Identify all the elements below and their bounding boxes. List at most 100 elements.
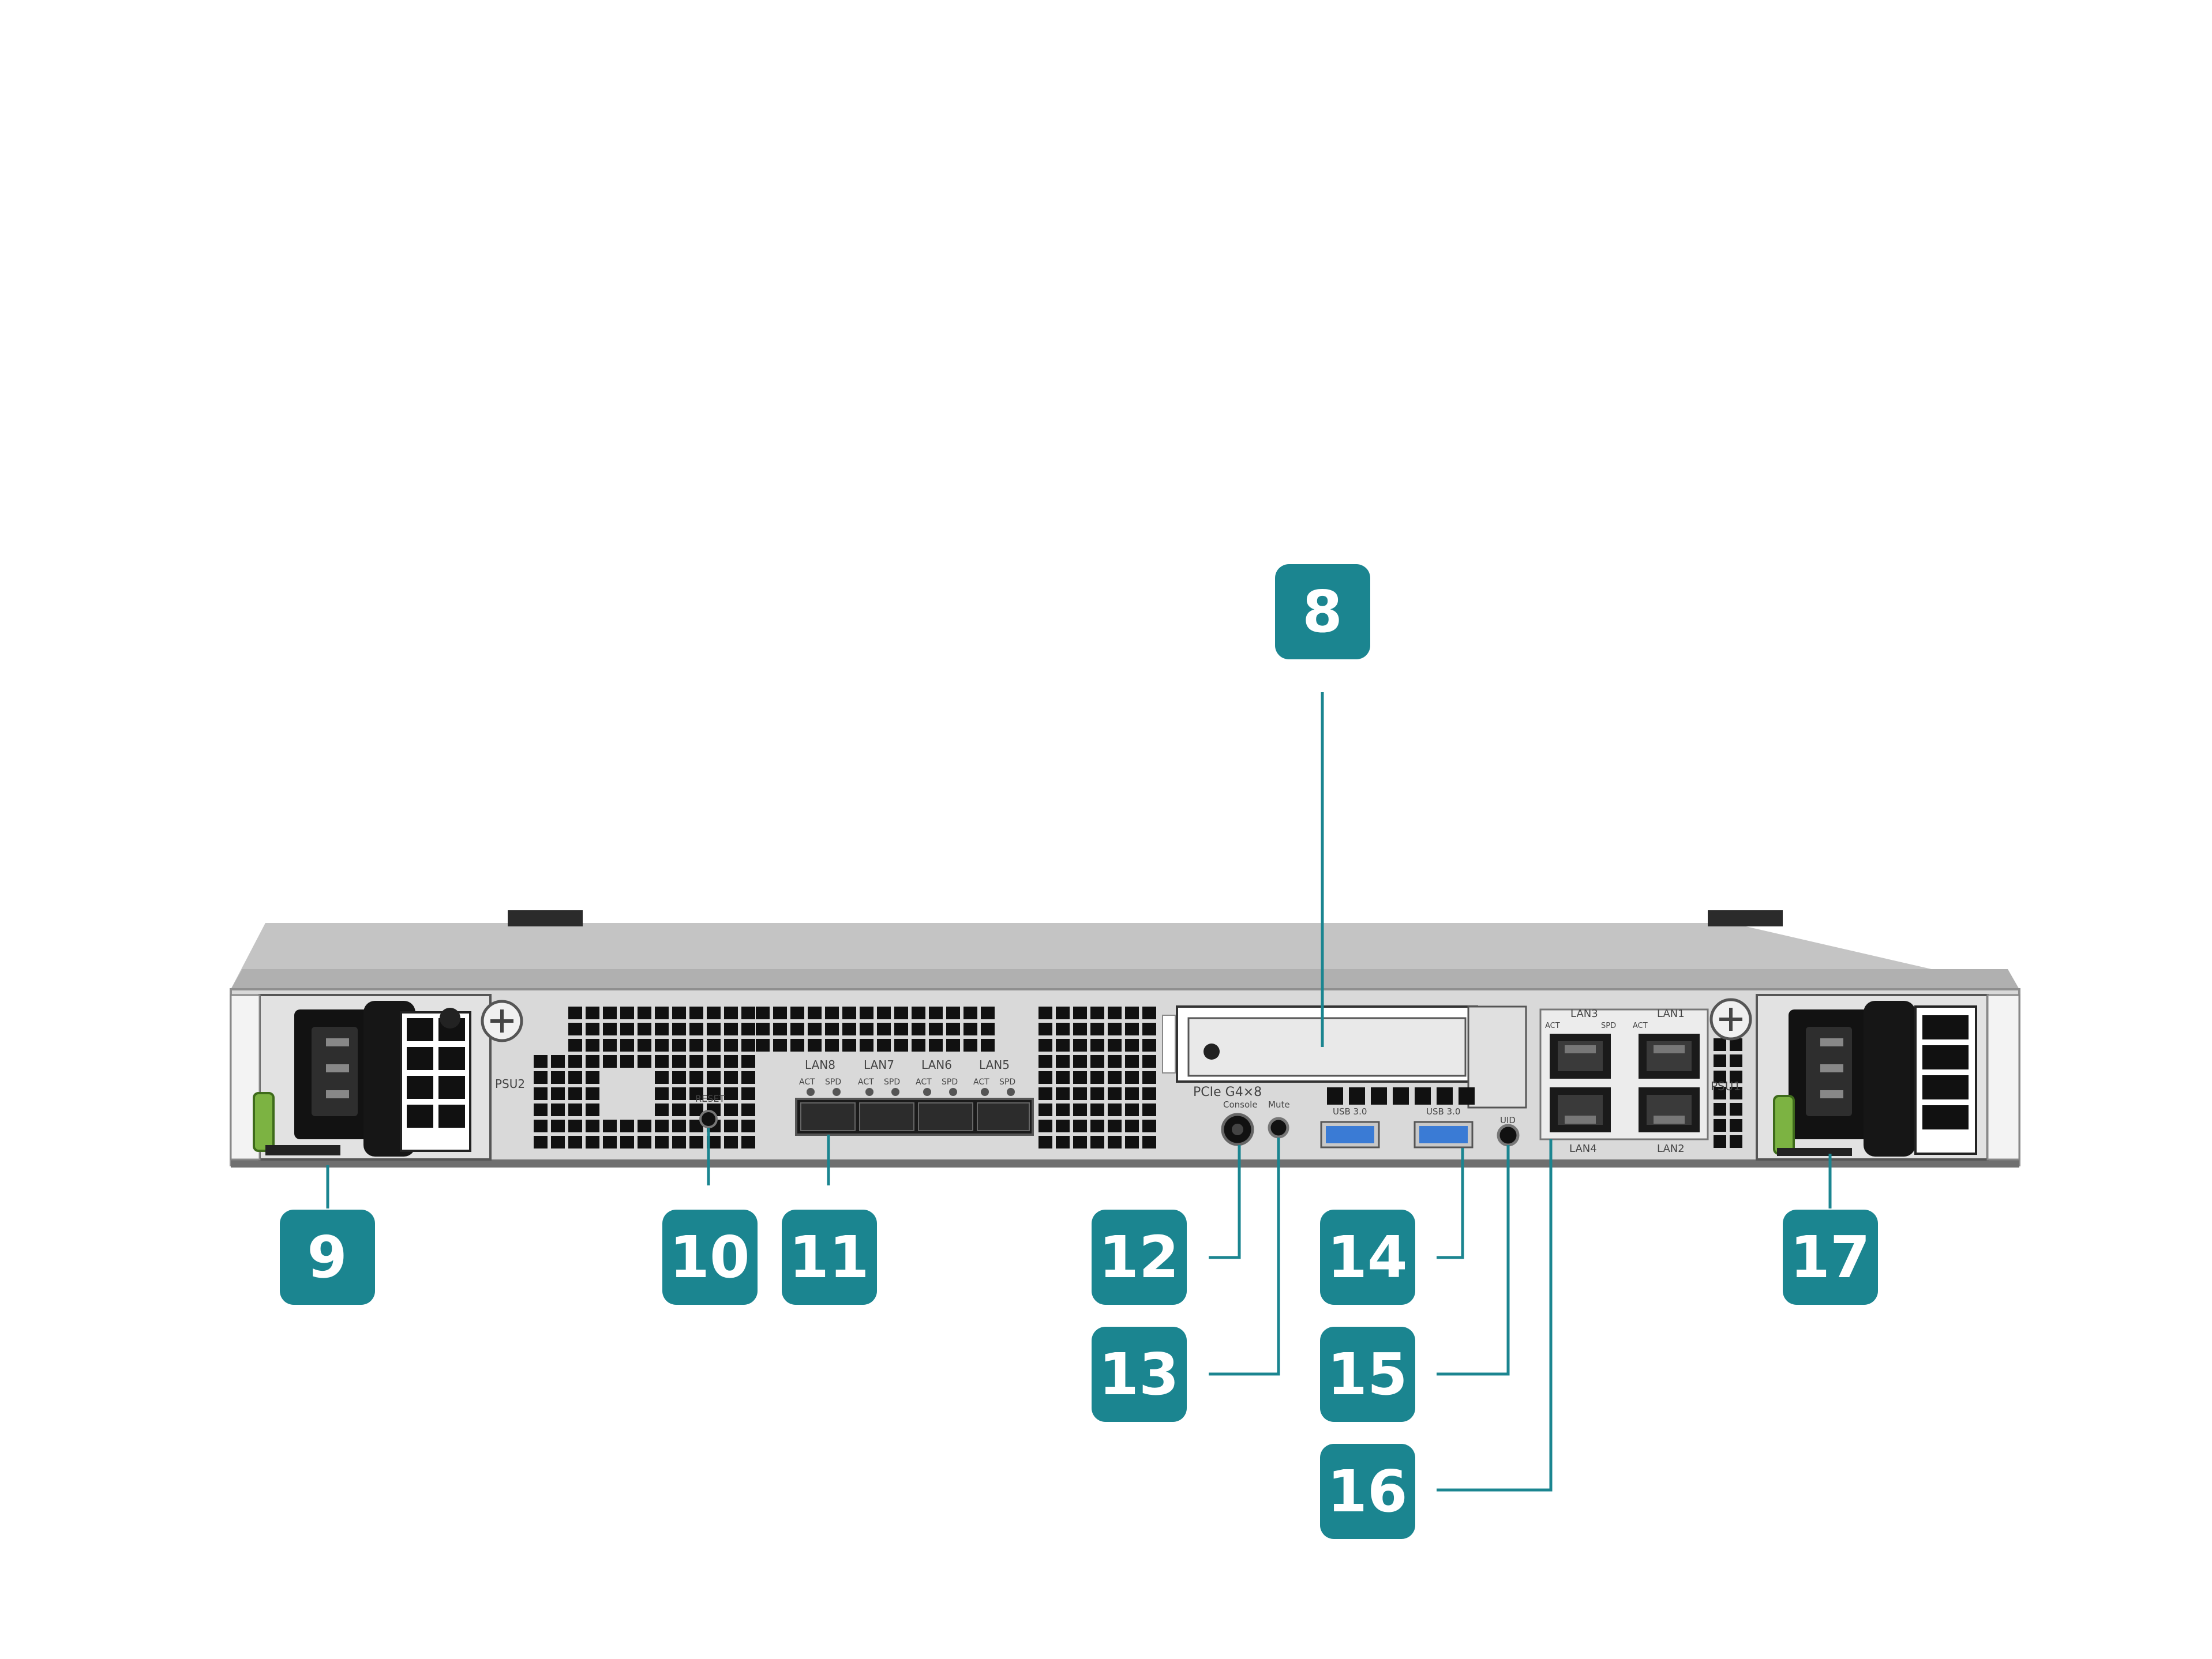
psu1-handle xyxy=(1864,1001,1915,1157)
uid-button[interactable] xyxy=(1497,1124,1520,1147)
vent-slot xyxy=(534,1104,548,1116)
vent-slot xyxy=(1125,1136,1139,1148)
pcie-slot xyxy=(1162,1005,1527,1109)
vent-slot xyxy=(946,1039,960,1052)
status-led xyxy=(949,1088,957,1096)
vent-slot xyxy=(1730,1119,1742,1132)
vent-slot xyxy=(568,1007,582,1019)
leader-12 xyxy=(1209,1145,1241,1259)
vent-slot xyxy=(1056,1039,1070,1052)
vent-slot xyxy=(1090,1120,1104,1132)
sfp-led-row xyxy=(807,1088,1015,1096)
leader-15 xyxy=(1437,1145,1510,1376)
vent-slot xyxy=(790,1039,804,1052)
sfp-cage-icon xyxy=(795,1098,1034,1136)
vent-slot xyxy=(1714,1071,1726,1083)
vent-slot xyxy=(672,1007,686,1019)
console-label: Console xyxy=(1223,1099,1258,1110)
callout-9: 9 xyxy=(280,1210,375,1305)
vent-slot xyxy=(638,1120,651,1132)
vent-slot xyxy=(963,1007,977,1019)
lan7-act-label: ACT xyxy=(858,1078,874,1087)
mute-button[interactable] xyxy=(1268,1117,1289,1139)
vent-slot xyxy=(603,1023,617,1035)
mute-label: Mute xyxy=(1268,1099,1290,1110)
vent-slot xyxy=(1090,1071,1104,1084)
vent-slot xyxy=(689,1039,703,1052)
vent-slot xyxy=(603,1120,617,1132)
usb-port-icon[interactable] xyxy=(1320,1121,1380,1148)
vent-slot xyxy=(1125,1023,1139,1035)
vent-slot xyxy=(894,1007,908,1019)
vent-slot xyxy=(603,1055,617,1068)
vent-slot xyxy=(672,1071,686,1084)
vent-slot xyxy=(741,1007,755,1019)
vent-slot xyxy=(1056,1087,1070,1100)
vent-slot xyxy=(689,1071,703,1084)
rj45-port-icon[interactable] xyxy=(1550,1087,1611,1132)
lan3-act-label: ACT xyxy=(1545,1022,1560,1030)
psu1-label: PSU1 xyxy=(1711,1079,1741,1093)
vent-slot xyxy=(1090,1136,1104,1148)
lan3-spd-label: SPD xyxy=(1601,1022,1616,1030)
vent-slot xyxy=(1125,1039,1139,1052)
vent-slot xyxy=(741,1039,755,1052)
vent-slot xyxy=(568,1087,582,1100)
pcie-vent-row xyxy=(1327,1087,1475,1105)
vent-slot xyxy=(724,1087,738,1100)
chassis-top-shade xyxy=(231,969,2019,989)
vent-slot xyxy=(1056,1023,1070,1035)
status-led xyxy=(833,1088,841,1096)
vent-slot xyxy=(551,1055,565,1068)
vent-slot xyxy=(1108,1023,1122,1035)
vent-slot xyxy=(1142,1023,1156,1035)
vent-slot xyxy=(1073,1087,1087,1100)
vent-slot xyxy=(741,1120,755,1132)
vent-slot xyxy=(655,1087,669,1100)
vent-slot xyxy=(1073,1039,1087,1052)
vent-slot xyxy=(1038,1023,1052,1035)
status-led xyxy=(891,1088,899,1096)
vent-slot xyxy=(1327,1087,1343,1105)
rj45-port-icon[interactable] xyxy=(1550,1034,1611,1079)
sfp-port-group: LAN8 LAN7 LAN6 LAN5 ACT SPD ACT SPD ACT … xyxy=(795,1058,1034,1136)
vent-slot xyxy=(963,1039,977,1052)
rj45-port-icon[interactable] xyxy=(1639,1034,1700,1079)
vent-slot xyxy=(1714,1135,1726,1148)
vent-slot xyxy=(672,1039,686,1052)
vent-slot xyxy=(1142,1087,1156,1100)
vent-slot xyxy=(1142,1039,1156,1052)
vent-slot xyxy=(724,1007,738,1019)
vent-slot xyxy=(568,1104,582,1116)
vent-slot xyxy=(1125,1104,1139,1116)
vent-slot xyxy=(946,1007,960,1019)
vent-slot xyxy=(551,1071,565,1084)
svg-text:15: 15 xyxy=(1327,1341,1407,1408)
lan3-label: LAN3 xyxy=(1570,1008,1598,1020)
power-inlet-icon xyxy=(1789,1009,1869,1139)
vent-slot xyxy=(981,1039,995,1052)
vent-slot xyxy=(912,1039,925,1052)
vent-slot xyxy=(568,1023,582,1035)
vent-slot xyxy=(586,1007,599,1019)
lan6-spd-label: SPD xyxy=(942,1078,958,1087)
vent-slot xyxy=(860,1007,873,1019)
vent-slot xyxy=(877,1039,891,1052)
vent-slot xyxy=(586,1071,599,1084)
vent-slot xyxy=(620,1007,634,1019)
vent-slot xyxy=(724,1039,738,1052)
vent-slot xyxy=(655,1039,669,1052)
vent-slot xyxy=(1090,1007,1104,1019)
usb-port-icon[interactable] xyxy=(1414,1121,1474,1148)
psu2-module xyxy=(230,994,492,1161)
lan1-label: LAN1 xyxy=(1657,1008,1685,1020)
console-port[interactable] xyxy=(1221,1113,1254,1146)
vent-slot xyxy=(655,1104,669,1116)
reset-button[interactable] xyxy=(699,1110,718,1128)
vent-slot xyxy=(689,1120,703,1132)
vent-slot xyxy=(568,1055,582,1068)
chassis-handle-right xyxy=(1708,910,1783,926)
rj45-port-icon[interactable] xyxy=(1639,1087,1700,1132)
vent-slot xyxy=(825,1007,839,1019)
